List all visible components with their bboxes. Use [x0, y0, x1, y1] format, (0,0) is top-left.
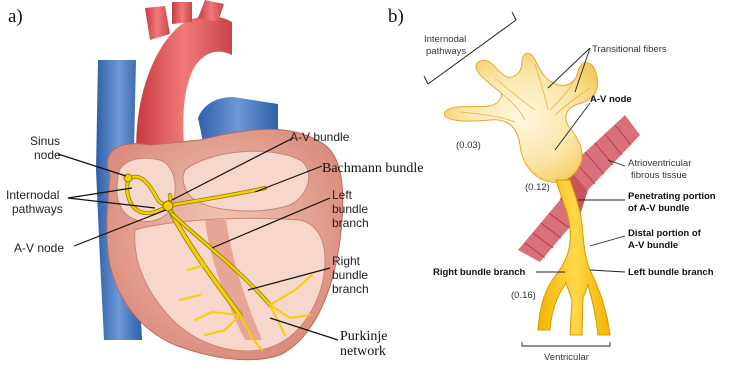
- panel-a: a): [6, 0, 423, 360]
- left-atrium: [183, 151, 309, 211]
- ventricular-bracket: [522, 342, 610, 346]
- panel-b-tag: b): [388, 6, 404, 27]
- av-node-dot: [163, 201, 173, 211]
- label-left-bundle-2: bundle: [332, 202, 368, 216]
- label-b-time-2: (0.12): [525, 182, 550, 193]
- label-b-fibrous-1: Atrioventricular: [628, 158, 691, 169]
- label-right-bundle-3: branch: [332, 282, 369, 296]
- label-internodal-2: pathways: [12, 202, 63, 216]
- label-av-bundle: A-V bundle: [290, 130, 350, 144]
- panel-b: b) Internodal pathways: [388, 6, 716, 363]
- av-node-shape: [444, 53, 597, 182]
- av-bundle-shape: [538, 180, 610, 335]
- label-left-bundle-3: branch: [332, 216, 369, 230]
- label-b-distal-2: A-V bundle: [628, 240, 678, 251]
- label-purkinje-1: Purkinje: [340, 329, 387, 344]
- label-b-penetrating-1: Penetrating portion: [628, 191, 716, 202]
- label-b-time-3: (0.16): [511, 290, 536, 301]
- label-right-bundle-1: Right: [332, 254, 361, 268]
- label-b-ventricular: Ventricular: [544, 352, 589, 363]
- label-sinus-node-1: Sinus: [30, 134, 60, 148]
- label-left-bundle-1: Left: [332, 188, 353, 202]
- label-sinus-node-2: node: [34, 148, 61, 162]
- label-b-penetrating-2: of A-V bundle: [628, 203, 689, 214]
- label-right-bundle-2: bundle: [332, 268, 368, 282]
- label-b-time-1: (0.03): [456, 140, 481, 151]
- aortic-branch-1: [145, 6, 170, 40]
- label-b-av-node: A-V node: [590, 94, 632, 105]
- label-internodal-1: Internodal: [6, 188, 59, 202]
- label-b-right-branch: Right bundle branch: [433, 267, 526, 278]
- label-b-transitional: Transitional fibers: [592, 44, 667, 55]
- label-av-node: A-V node: [14, 241, 64, 255]
- label-b-fibrous-2: fibrous tissue: [631, 170, 687, 181]
- label-b-distal-1: Distal portion of: [628, 228, 702, 239]
- label-purkinje-2: network: [340, 344, 386, 359]
- label-b-internodal-1: Internodal: [424, 34, 466, 45]
- label-b-internodal-2: pathways: [426, 46, 466, 57]
- label-bachmann: Bachmann bundle: [322, 161, 423, 176]
- panel-a-tag: a): [8, 6, 23, 27]
- aortic-branch-2: [172, 2, 192, 24]
- label-b-left-branch: Left bundle branch: [628, 267, 714, 278]
